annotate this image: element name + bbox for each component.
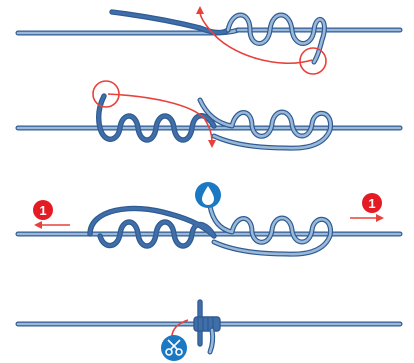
wraps [95, 93, 217, 143]
step-badge-right: 1 [362, 193, 382, 213]
finished-knot [193, 299, 221, 355]
step-2 [15, 80, 403, 151]
scissors-icon [161, 335, 187, 361]
threading-arrow [107, 93, 213, 143]
step-number: 1 [39, 203, 46, 218]
step-1 [15, 6, 403, 75]
step-4 [15, 299, 403, 361]
step-badge-left: 1 [33, 200, 53, 220]
arrow-left-icon [34, 221, 42, 229]
pull-left: 1 [33, 200, 70, 229]
threading-arrow [199, 11, 313, 64]
wraps [225, 12, 327, 65]
loop [197, 97, 333, 151]
pull-right: 1 [350, 193, 384, 222]
water-drop-icon [195, 182, 221, 208]
tag-end [109, 9, 231, 36]
step-number: 1 [368, 196, 375, 211]
wraps [87, 205, 217, 249]
step-3: 1 1 [15, 182, 403, 257]
loop [207, 203, 333, 257]
arrow-right-icon [376, 214, 384, 222]
arrow-left-icon [196, 6, 204, 14]
tag-end-circle [299, 47, 327, 75]
arrow-down-icon [208, 140, 216, 148]
